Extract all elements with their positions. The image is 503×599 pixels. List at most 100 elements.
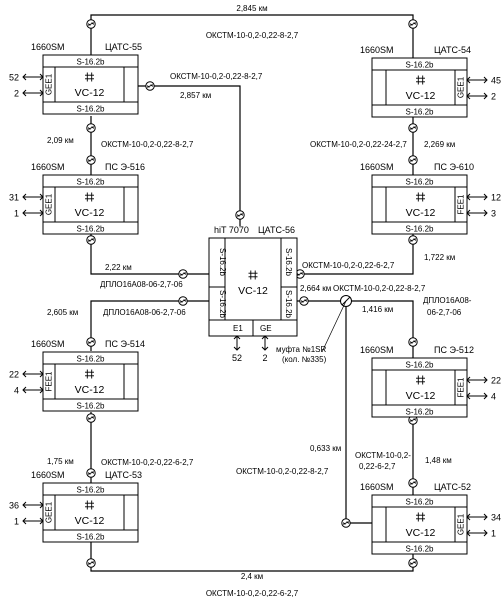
node-count-in2: 4 <box>491 392 496 402</box>
cable-labels: 2,845 км ОКСТМ-10-0,2-0,22-8-2,7 ОКСТМ-1… <box>47 4 472 598</box>
hub-port-s3: S-16.2b <box>284 248 293 277</box>
node-interface: GEE1 <box>45 193 54 215</box>
cable-length: 1,75 км <box>47 457 74 466</box>
node-frame <box>371 357 468 418</box>
node-port-top: S-16.2b <box>405 178 434 187</box>
cable-length: 2,857 км <box>180 91 211 100</box>
node-count-in1: 34 <box>491 513 501 523</box>
cable-type: ДПЛО16А08-06-2,7-06 <box>100 280 183 289</box>
node-vc: VC-12 <box>75 515 105 527</box>
node-vc: VC-12 <box>75 87 105 99</box>
node-vc: VC-12 <box>406 207 436 219</box>
node-count-in2: 1 <box>14 209 19 219</box>
node-count-in1: 36 <box>9 501 19 511</box>
hub-e1-port: E1 <box>233 324 243 333</box>
node-vc: VC-12 <box>406 527 436 539</box>
splice-name: муфта №1SR <box>276 345 327 354</box>
connector-icon <box>86 468 96 478</box>
signal-arrow <box>22 517 44 525</box>
cable-length: 2,605 км <box>47 308 78 317</box>
connector-icon <box>86 155 96 165</box>
node-frame <box>42 174 139 235</box>
hub-port-s4: S-16.2b <box>284 290 293 319</box>
node-name: ЦАТС-52 <box>434 482 471 492</box>
line-516-56 <box>90 234 209 275</box>
cable-type: ОКСТМ-10-0,2-0,22-6-2,7 <box>206 589 299 598</box>
node-count-in2: 4 <box>14 386 19 396</box>
connector-icon <box>86 337 96 347</box>
line-55-54-top <box>90 14 414 58</box>
node-port-top: S-16.2b <box>405 361 434 370</box>
hub-ge-port: GE <box>260 324 272 333</box>
signal-arrow <box>22 209 44 217</box>
hub-ge-count: 2 <box>262 353 267 363</box>
node-model: 1660SM <box>360 482 394 492</box>
cable-type: ОКСТМ-10-0,2-0,22-8-2,7 <box>170 72 263 81</box>
node-port-top: S-16.2b <box>405 61 434 70</box>
signal-arrow <box>466 76 488 84</box>
node-count-in1: 12 <box>491 193 501 203</box>
cable-type: ОКСТМ-10-0,2-0,22-8-2,7 <box>206 31 299 40</box>
line-514-56 <box>90 300 209 351</box>
cable-type: ОКСТМ-10-0,2-0,22-8-2,7 <box>236 467 329 476</box>
node-interface: GEE1 <box>457 76 466 98</box>
cable-type: ОКСТМ-10-0,2-0,22-8-2,7 <box>101 140 194 149</box>
connector-icon <box>178 269 188 279</box>
node-port-top: S-16.2b <box>76 355 105 364</box>
node-count-in2: 1 <box>14 517 19 527</box>
connector-icon <box>408 235 418 245</box>
connector-icon <box>86 123 96 133</box>
node-frame <box>371 174 468 235</box>
node-name: ПС Э-516 <box>105 162 145 172</box>
line-610-56 <box>297 234 414 275</box>
signal-arrow <box>466 376 488 384</box>
node-count-in2: 2 <box>14 89 19 99</box>
node-interface: GEE1 <box>45 73 54 95</box>
signal-arrow <box>22 386 44 394</box>
cable-type: ОКСТМ-10-0,2-0,22-6-2,7 <box>302 261 395 270</box>
connector-icon <box>408 19 418 29</box>
node-vc: VC-12 <box>406 390 436 402</box>
cable-length: 2,4 км <box>241 572 263 581</box>
node-interface: FEE1 <box>45 371 54 392</box>
connector-icon <box>341 518 351 528</box>
line-55-56 <box>130 85 241 226</box>
cable-type: ОКСТМ-10-0,2-0,22-6-2,7 <box>101 458 194 467</box>
cable-length: 2,269 км <box>424 140 455 149</box>
signal-arrow <box>22 370 44 378</box>
cable-length: 1,48 км <box>425 456 452 465</box>
node-model: 1660SM <box>360 162 394 172</box>
node-name: ЦАТС-55 <box>105 42 142 52</box>
hub-ats-56: hiT 7070 ЦАТС-56 S-16.2b S-16.2b S-16.2b… <box>208 225 298 363</box>
signal-arrow <box>466 92 488 100</box>
node-count-in1: 31 <box>9 193 19 203</box>
node-frame <box>42 482 139 543</box>
node-port-top: S-16.2b <box>76 178 105 187</box>
node-interface: GEE1 <box>45 501 54 523</box>
node-count-in1: 52 <box>9 73 19 83</box>
node-vc: VC-12 <box>75 384 105 396</box>
connector-icon <box>86 235 96 245</box>
signal-arrow <box>22 501 44 509</box>
cable-length: 0,633 км <box>310 444 341 453</box>
node-port-bottom: S-16.2b <box>76 225 105 234</box>
cable-type: ОКСТМ-10-0,2-0,22-24-2,7 <box>310 140 407 149</box>
connector-icon <box>408 123 418 133</box>
connector-icon <box>408 337 418 347</box>
cable-length: 2,845 км <box>236 4 267 13</box>
hub-port-s2: S-16.2b <box>218 290 227 319</box>
node-interface: FEE1 <box>457 377 466 398</box>
node-count-in1: 22 <box>9 370 19 380</box>
signal-arrow <box>466 392 488 400</box>
node-model: 1660SM <box>360 345 394 355</box>
node-name: ЦАТС-54 <box>434 45 471 55</box>
signal-arrow <box>466 513 488 521</box>
